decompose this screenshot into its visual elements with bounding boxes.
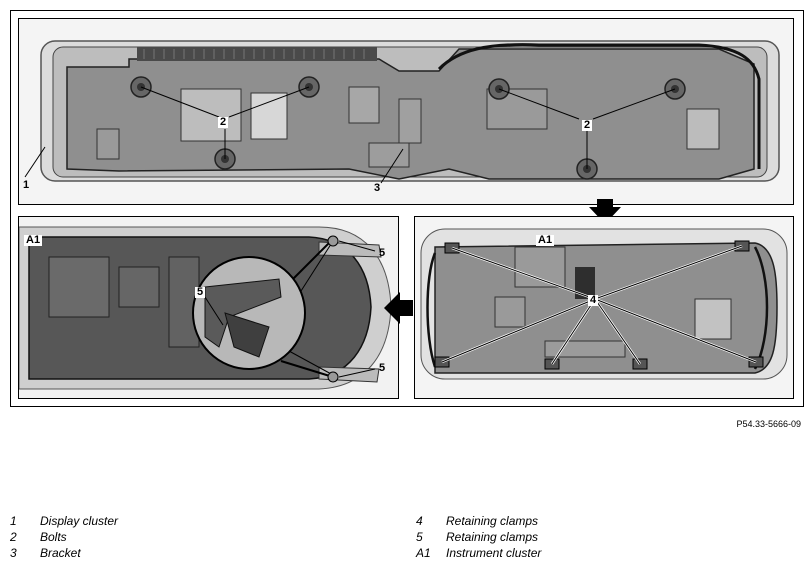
arrow-down-icon xyxy=(589,199,621,224)
legend-number: 2 xyxy=(10,530,17,544)
legend-text: Bolts xyxy=(40,530,67,544)
legend-item: 2 Bolts xyxy=(10,529,118,545)
bottom-right-illustration-panel: A1 4 xyxy=(414,216,794,399)
callout-instrument-cluster: A1 xyxy=(24,234,43,246)
legend-number: 1 xyxy=(10,514,17,528)
display-cluster-rear-view xyxy=(19,19,793,204)
callout-bolts-left: 2 xyxy=(218,116,229,128)
legend-number: 5 xyxy=(416,530,423,544)
instrument-cluster-clamps-view xyxy=(415,217,793,398)
legend-text: Instrument cluster xyxy=(446,546,542,560)
legend-number: 3 xyxy=(10,546,17,560)
callout-instrument-cluster: A1 xyxy=(536,234,555,246)
legend-text: Retaining clamps xyxy=(446,530,539,544)
legend-item: 4 Retaining clamps xyxy=(416,513,541,529)
legend-left: 1 Display cluster 2 Bolts 3 Bracket xyxy=(10,513,118,561)
arrow-left-icon xyxy=(384,292,413,324)
legend-text: Bracket xyxy=(40,546,81,560)
top-illustration-panel: 2 2 1 3 xyxy=(18,18,794,205)
callout-bolts-right: 2 xyxy=(582,119,593,131)
legend-item: 1 Display cluster xyxy=(10,513,118,529)
callout-retaining-clamp-zoom: 5 xyxy=(195,286,206,298)
callout-display-cluster: 1 xyxy=(23,179,30,191)
legend-number: A1 xyxy=(416,546,431,560)
legend-item: A1 Instrument cluster xyxy=(416,545,541,561)
figure-id: P54.33-5666-09 xyxy=(736,419,801,429)
callout-bracket: 3 xyxy=(374,182,381,194)
legend-item: 5 Retaining clamps xyxy=(416,529,541,545)
instrument-cluster-removal-view xyxy=(19,217,398,398)
callout-retaining-clamp-bottom: 5 xyxy=(379,362,386,374)
legend-text: Retaining clamps xyxy=(446,514,539,528)
callout-retaining-clamp-top: 5 xyxy=(379,247,386,259)
legend-number: 4 xyxy=(416,514,423,528)
legend-item: 3 Bracket xyxy=(10,545,118,561)
bottom-left-illustration-panel: A1 5 5 5 xyxy=(18,216,399,399)
legend-text: Display cluster xyxy=(40,514,119,528)
callout-retaining-clamps: 4 xyxy=(588,294,599,306)
